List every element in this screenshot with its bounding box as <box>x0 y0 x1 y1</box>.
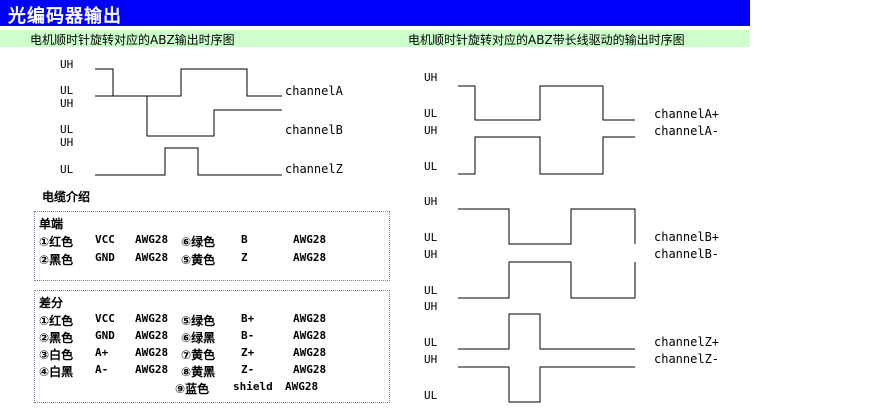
right-caption: 电机顺时针旋转对应的ABZ带长线驱动的输出时序图 <box>408 33 685 47</box>
right-wave-b-plus <box>458 208 636 245</box>
header-bar: 光编码器输出 <box>0 0 750 27</box>
right-wave-a-minus <box>458 136 635 175</box>
single-ended-box: 单端 ①红色 VCC AWG28 ⑥绿色 B AWG28 ②黑色 GND AWG… <box>34 211 390 281</box>
left-waveforms <box>95 68 282 176</box>
right-wave-z-minus <box>458 366 635 403</box>
right-uh-z: UH <box>424 300 437 313</box>
cable-section-title: 电缆介绍 <box>42 190 91 204</box>
left-wave-b <box>95 95 282 137</box>
left-channel-b: channelB <box>285 123 343 137</box>
right-ul-z: UL <box>424 336 438 349</box>
left-ul-z: UL <box>60 163 74 176</box>
right-channel-a-minus: channelA- <box>654 124 719 138</box>
left-uh-a: UH <box>60 58 73 71</box>
right-uh-b: UH <box>424 195 437 208</box>
left-channel-a: channelA <box>285 84 344 98</box>
right-ul-b: UL <box>424 231 438 244</box>
page-title: 光编码器输出 <box>8 6 122 27</box>
left-caption-bar: 电机顺时针旋转对应的ABZ输出时序图 <box>0 30 390 47</box>
right-ul-a2: UL <box>424 160 438 173</box>
left-uh-z: UH <box>60 136 73 149</box>
right-channel-z-plus: channelZ+ <box>654 335 719 349</box>
left-caption: 电机顺时针旋转对应的ABZ输出时序图 <box>30 33 235 47</box>
left-wave-a <box>95 68 282 97</box>
left-uh-b: UH <box>60 97 73 110</box>
left-ul-b: UL <box>60 123 74 136</box>
right-wave-z-plus <box>458 313 635 350</box>
differential-box: 差分 ①红色 VCC AWG28 ⑤绿色 B+ AWG28 ②黑色 GND AW… <box>34 290 390 403</box>
right-channel-b-minus: channelB- <box>654 247 719 261</box>
right-caption-bar: 电机顺时针旋转对应的ABZ带长线驱动的输出时序图 <box>390 30 750 47</box>
right-uh-a: UH <box>424 71 437 84</box>
differential-title: 差分 <box>39 296 64 310</box>
right-uh-a2: UH <box>424 124 437 137</box>
right-uh-z2: UH <box>424 353 437 366</box>
right-ul-b2: UL <box>424 284 438 297</box>
left-ul-a: UL <box>60 84 74 97</box>
right-wave-a-plus <box>458 85 635 121</box>
right-wave-b-minus <box>458 261 636 299</box>
right-channel-a-plus: channelA+ <box>654 107 719 121</box>
single-ended-title: 单端 <box>39 217 64 231</box>
right-channel-b-plus: channelB+ <box>654 230 719 244</box>
right-uh-b2: UH <box>424 248 437 261</box>
left-wave-z <box>95 147 282 176</box>
right-channel-z-minus: channelZ- <box>654 352 719 366</box>
right-ul-a: UL <box>424 107 438 120</box>
right-waveforms <box>458 85 636 403</box>
right-ul-z2: UL <box>424 389 438 402</box>
left-channel-z: channelZ <box>285 162 343 176</box>
